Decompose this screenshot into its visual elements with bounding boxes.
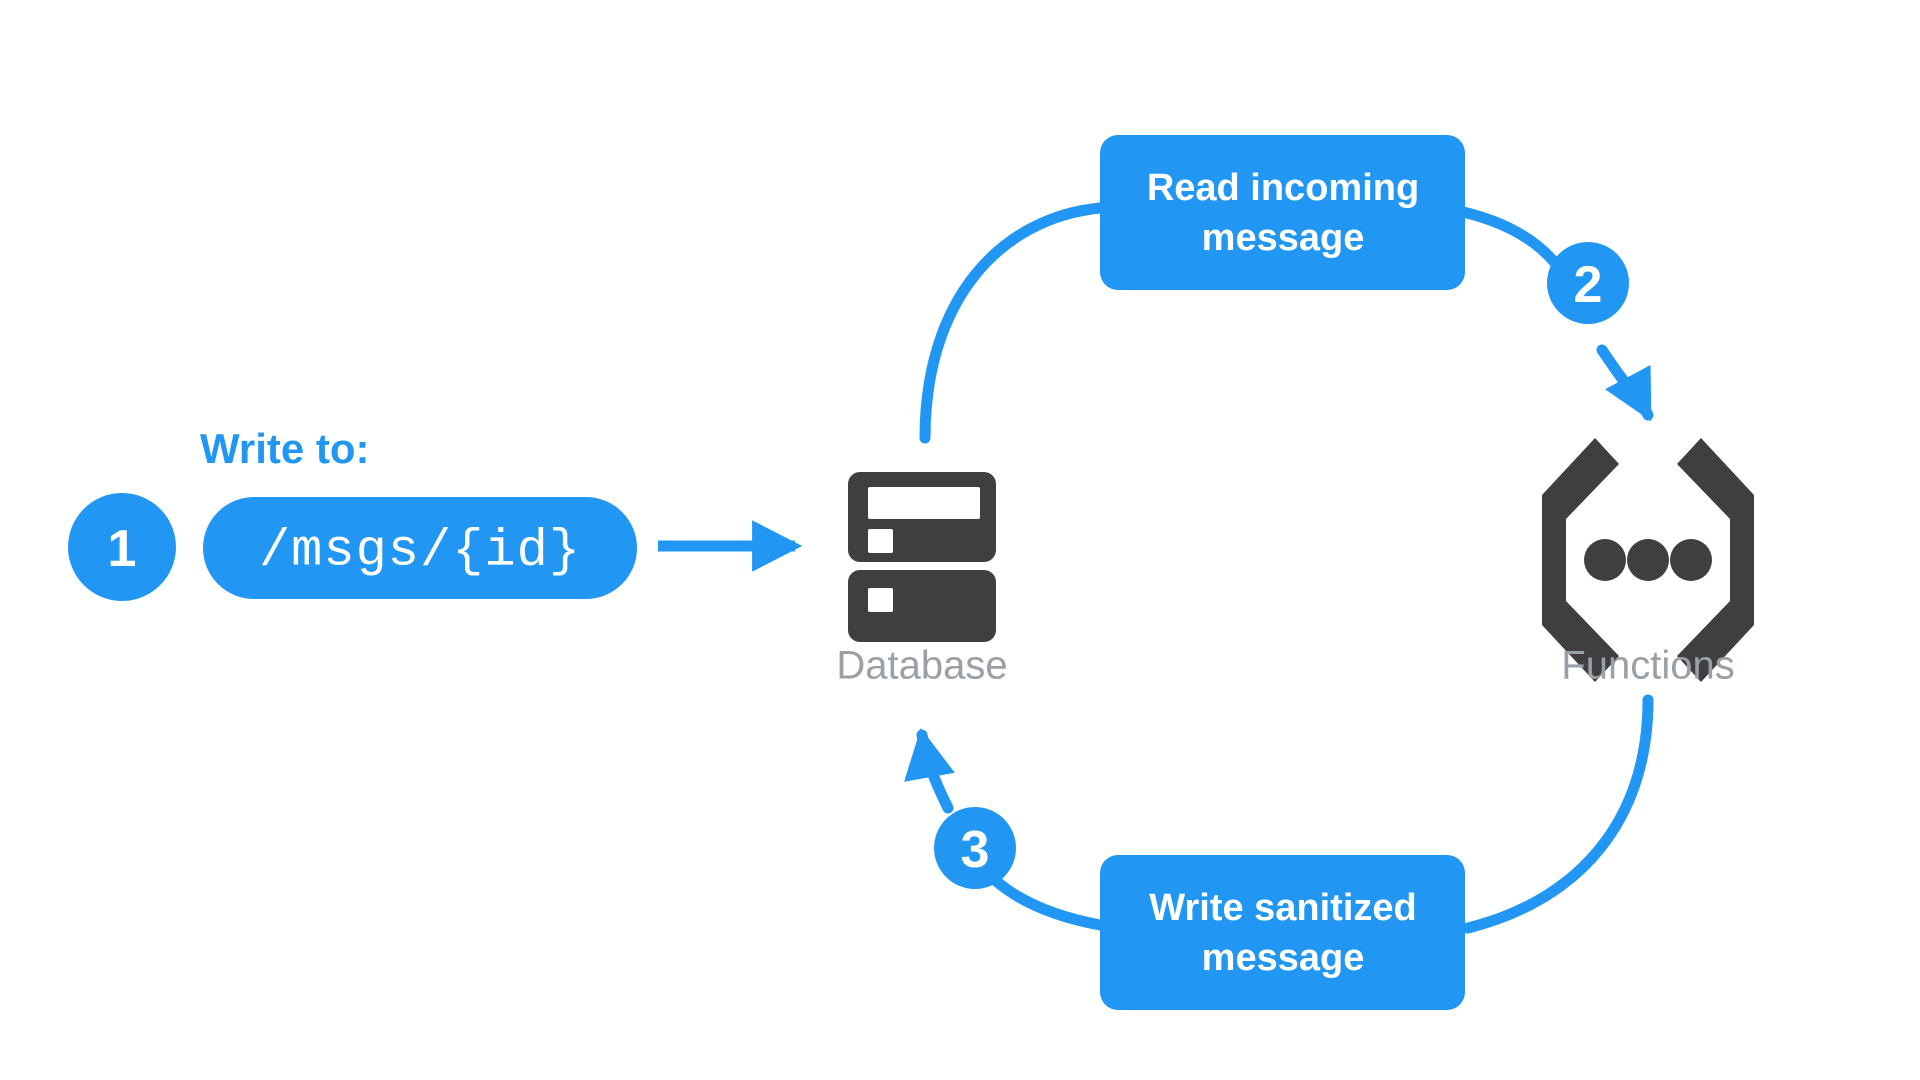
read-box-line1: Read incoming bbox=[1147, 167, 1419, 209]
badge-1-label: 1 bbox=[108, 520, 137, 578]
write-box-line2: message bbox=[1202, 937, 1365, 979]
functions-brackets-icon bbox=[1542, 438, 1754, 682]
connector-db-to-read bbox=[919, 202, 1106, 444]
write-box-line1: Write sanitized bbox=[1149, 887, 1416, 929]
database-label: Database bbox=[836, 644, 1007, 688]
badge-2-label: 2 bbox=[1574, 256, 1603, 314]
read-box-background bbox=[1100, 135, 1465, 290]
connector-badge2-to-functions bbox=[1596, 344, 1654, 422]
database-node[interactable]: Database bbox=[836, 472, 1008, 688]
database-icon bbox=[848, 472, 996, 642]
flow-connectors bbox=[904, 202, 1654, 934]
path-pill-value: /msgs/{id} bbox=[259, 522, 581, 581]
step-badge-3: 3 bbox=[934, 807, 1016, 889]
write-to-group: Write to: 1 /msgs/{id} bbox=[68, 425, 803, 601]
connector-badge3-to-db bbox=[904, 727, 955, 814]
connector-functions-to-write bbox=[1462, 694, 1654, 934]
read-incoming-message-box[interactable]: Read incoming message bbox=[1100, 135, 1465, 290]
path-pill[interactable]: /msgs/{id} bbox=[203, 497, 637, 599]
badge-3-circle bbox=[934, 807, 1016, 889]
step-badge-2: 2 bbox=[1547, 242, 1629, 324]
path-pill-background bbox=[203, 497, 637, 599]
badge-3-label: 3 bbox=[961, 821, 990, 879]
write-sanitized-message-box[interactable]: Write sanitized message bbox=[1100, 855, 1465, 1010]
read-box-line2: message bbox=[1202, 217, 1365, 259]
write-to-label: Write to: bbox=[200, 425, 370, 472]
functions-node[interactable]: Functions bbox=[1542, 438, 1754, 688]
write-box-background bbox=[1100, 855, 1465, 1010]
functions-label: Functions bbox=[1561, 644, 1734, 688]
badge-1-circle bbox=[68, 493, 176, 601]
step-badge-1: 1 bbox=[68, 493, 176, 601]
badge-2-circle bbox=[1547, 242, 1629, 324]
